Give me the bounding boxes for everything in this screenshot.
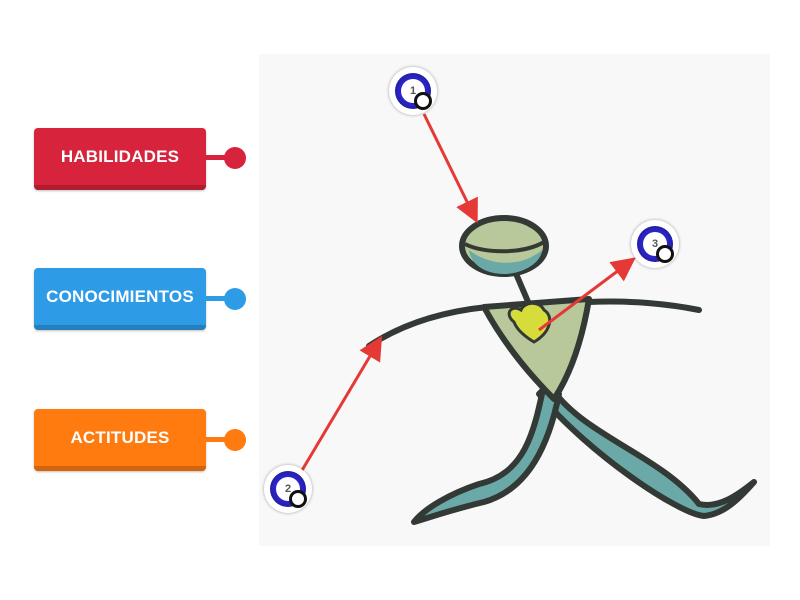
figure-back-leg	[536, 381, 757, 519]
stick-figure-illustration	[299, 113, 757, 525]
label-conocimientos-text: CONOCIMIENTOS	[46, 286, 194, 306]
figure-head-band	[464, 240, 546, 254]
figure-left-arm	[366, 304, 490, 349]
drop-dot-habilidades[interactable]	[224, 147, 246, 169]
hotspot-2[interactable]: 2	[264, 465, 312, 513]
figure-head-shade	[469, 250, 542, 274]
label-habilidades[interactable]: HABILIDADES	[34, 128, 206, 190]
label-actitudes-text: ACTITUDES	[70, 427, 170, 447]
connector-actitudes	[206, 437, 230, 442]
label-actitudes[interactable]: ACTITUDES	[34, 409, 206, 471]
figure-right-arm	[586, 298, 702, 313]
arrow-to-arm	[299, 335, 383, 473]
arrow-to-head	[422, 113, 478, 224]
drop-dot-conocimientos[interactable]	[224, 288, 246, 310]
label-conocimientos[interactable]: CONOCIMIENTOS	[34, 268, 206, 330]
drop-dot-actitudes[interactable]	[224, 429, 246, 451]
arrow-to-heart	[538, 257, 636, 332]
hotspot-1-pin-icon	[414, 92, 432, 110]
hotspot-1[interactable]: 1	[389, 67, 437, 115]
connector-conocimientos	[206, 296, 230, 301]
figure-heart	[507, 301, 552, 344]
connector-habilidades	[206, 155, 230, 160]
hotspot-3-pin-icon	[656, 245, 674, 263]
figure-torso	[481, 296, 592, 402]
hotspot-3[interactable]: 3	[631, 220, 679, 268]
hotspot-2-pin-icon	[289, 490, 307, 508]
label-habilidades-text: HABILIDADES	[60, 146, 180, 166]
figure-front-leg	[411, 381, 562, 525]
diagram-image-area	[259, 54, 770, 546]
